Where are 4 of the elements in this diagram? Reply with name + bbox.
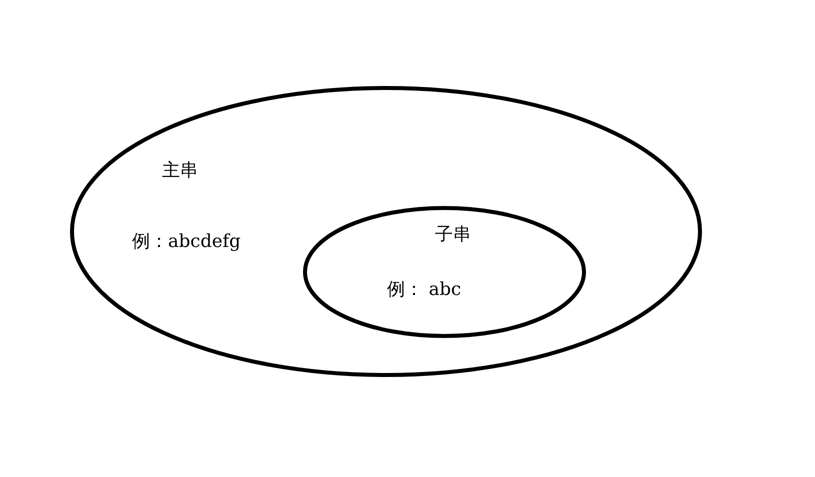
example-text: 例： abc — [387, 281, 462, 299]
example-text: 例：abcdefg — [132, 233, 241, 251]
heading-text: 主串 — [162, 162, 198, 180]
heading-text: 子串 — [435, 226, 471, 244]
